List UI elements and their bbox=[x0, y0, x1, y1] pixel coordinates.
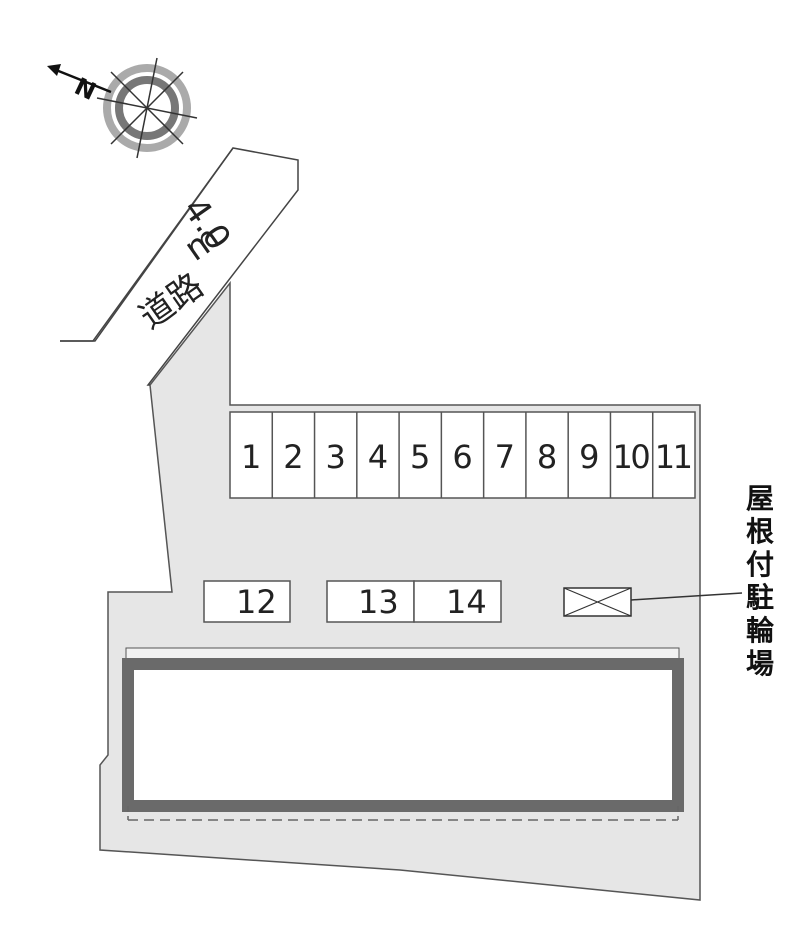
bicycle-parking-label-char: 場 bbox=[746, 647, 774, 680]
parking-row-frame bbox=[229, 411, 696, 499]
bicycle-parking-label-char: 輪 bbox=[746, 614, 775, 647]
bicycle-parking bbox=[563, 587, 743, 617]
parking-space-2: 2 bbox=[283, 438, 303, 476]
parking-space-8: 8 bbox=[537, 438, 557, 476]
compass-ring-outer bbox=[103, 64, 191, 152]
bicycle-parking-cross bbox=[563, 587, 632, 617]
parking-space-1: 1 bbox=[241, 438, 261, 476]
parking-space-7: 7 bbox=[495, 438, 515, 476]
bicycle-parking-label-char: 駐 bbox=[746, 581, 774, 614]
road-edge-left bbox=[60, 147, 234, 342]
compass-ring-inner bbox=[115, 76, 179, 140]
parking-space-12 bbox=[203, 580, 291, 623]
north-arrow-head bbox=[47, 64, 61, 76]
parking-space-label: 14 bbox=[446, 583, 487, 621]
parking-space-label: 12 bbox=[236, 583, 277, 621]
parking-space-11: 11 bbox=[655, 438, 693, 476]
compass: N bbox=[47, 57, 198, 159]
parking-space-13 bbox=[326, 580, 415, 623]
compass-line bbox=[110, 71, 184, 145]
north-arrow bbox=[50, 66, 112, 94]
bicycle-parking-label-char: 付 bbox=[746, 548, 774, 581]
building bbox=[122, 658, 684, 812]
bicycle-parking-leader bbox=[630, 592, 743, 601]
parking-space-6: 6 bbox=[452, 438, 472, 476]
bicycle-parking-label-char: 根 bbox=[746, 515, 774, 548]
parking-space-14 bbox=[413, 580, 502, 623]
parking-space-9: 9 bbox=[579, 438, 599, 476]
parking-space-3: 3 bbox=[326, 438, 346, 476]
parking-space-label: 13 bbox=[358, 583, 399, 621]
parking-space-4: 4 bbox=[368, 438, 388, 476]
parking-space-5: 5 bbox=[410, 438, 430, 476]
parking-space-10: 10 bbox=[612, 438, 650, 476]
bicycle-parking-label-char: 屋 bbox=[746, 482, 774, 515]
